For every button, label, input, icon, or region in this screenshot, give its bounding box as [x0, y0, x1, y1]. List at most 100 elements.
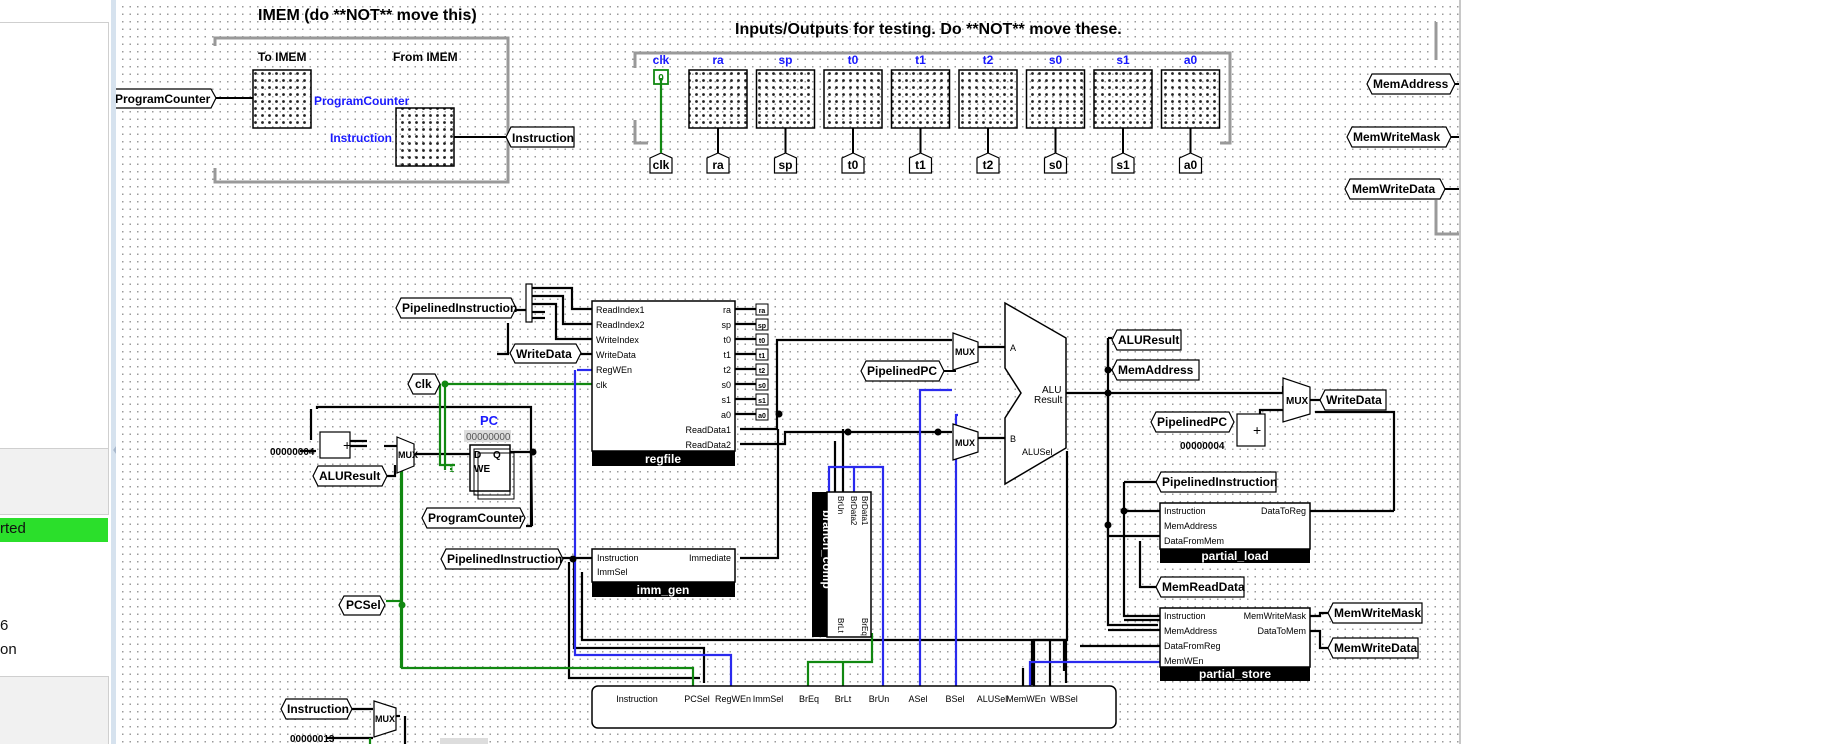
svg-text:PipelinedInstruction: PipelinedInstruction [402, 301, 517, 315]
svg-text:MUX: MUX [1286, 396, 1309, 407]
svg-text:WE: WE [474, 464, 490, 475]
tunnel-pcsel[interactable]: PCSel [338, 595, 386, 616]
output-pin-ra[interactable] [688, 69, 748, 129]
tunnel-program-counter[interactable]: ProgramCounter [116, 88, 217, 109]
wb-mux[interactable]: MUX [1282, 377, 1311, 423]
io-tunnel-sp[interactable]: sp [773, 152, 798, 174]
imem-pc-pin[interactable] [252, 69, 312, 129]
output-pin-a0[interactable] [1160, 69, 1221, 129]
io-pin-label-4: t1 [915, 53, 926, 67]
svg-text:ImmSel: ImmSel [597, 567, 628, 577]
tunnel-mem-write-data[interactable]: MemWriteData [1344, 178, 1446, 200]
a-mux[interactable]: MUX [952, 332, 979, 371]
bottom-section: Instruction MUX 00000013 [280, 698, 488, 744]
alu[interactable]: A B ALU Result ALUSel [1004, 301, 1067, 486]
control-output-label: MemWEn [1006, 694, 1046, 704]
io-pin-label-5: t2 [983, 53, 994, 67]
tunnel-mem-write-data-out[interactable]: MemWriteData [1327, 637, 1419, 659]
tunnel-write-data-1[interactable]: WriteData [509, 343, 582, 364]
control-output-label: ALUSel [977, 694, 1008, 704]
tunnel-mem-write-mask-out[interactable]: MemWriteMask [1327, 602, 1423, 624]
tunnel-mem-address-wb[interactable]: MemAddress [1111, 359, 1200, 381]
regfile-input-label: ReadIndex1 [596, 305, 645, 315]
imem-instruction-pin[interactable] [395, 107, 455, 167]
tunnel-write-data-out[interactable]: WriteData [1319, 389, 1387, 411]
tunnel-mem-write-mask[interactable]: MemWriteMask [1346, 126, 1452, 148]
regfile-input-label: WriteIndex [596, 335, 639, 345]
io-pin-label-8: a0 [1184, 53, 1198, 67]
imm-gen-title: imm_gen [637, 583, 690, 597]
regfile-out-tunnel[interactable]: sp [755, 318, 769, 331]
from-imem-label: From IMEM [393, 50, 458, 64]
regfile-output-label: sp [721, 320, 731, 330]
svg-text:Result: Result [1034, 395, 1063, 406]
svg-text:BrEq: BrEq [860, 618, 869, 636]
control-output-label: WBSel [1050, 694, 1078, 704]
io-pin-label-6: s0 [1049, 53, 1063, 67]
tunnel-pipelined-pc-2[interactable]: PipelinedPC [1150, 411, 1235, 433]
panel-box-top [0, 22, 109, 449]
circuit-canvas[interactable]: IMEM (do **NOT** move this) To IMEM From… [116, 0, 1460, 744]
bottom-mux[interactable]: MUX [373, 700, 397, 738]
svg-text:PCSel: PCSel [346, 598, 381, 612]
svg-text:sp: sp [778, 158, 792, 172]
tunnel-instruction[interactable]: Instruction [505, 126, 575, 148]
tunnel-pipelined-instruction-2[interactable]: PipelinedInstruction [440, 548, 564, 570]
tunnel-pipelined-instruction-1[interactable]: PipelinedInstruction [395, 297, 517, 319]
output-pin-t1[interactable] [890, 69, 951, 129]
partial-load-block[interactable]: partial_load Instruction MemAddress Data… [1159, 502, 1311, 563]
output-pin-t2[interactable] [958, 69, 1018, 129]
io-tunnel-clk[interactable]: clk [649, 152, 673, 174]
tunnel-instruction-bottom[interactable]: Instruction [280, 698, 353, 720]
regfile-input-label: clk [596, 380, 607, 390]
regfile-block[interactable]: regfile ReadIndex1ReadIndex2WriteIndexWr… [591, 300, 769, 466]
svg-text:MemWEn: MemWEn [1164, 656, 1204, 666]
svg-text:MemWriteData: MemWriteData [1352, 182, 1435, 196]
control-output-label: BrUn [869, 694, 890, 704]
regfile-output-label: ra [723, 305, 731, 315]
partial-store-block[interactable]: partial_store Instruction MemAddress Dat… [1159, 607, 1311, 681]
wb-adder[interactable]: + [1236, 413, 1266, 447]
tunnel-mem-address[interactable]: MemAddress [1366, 73, 1456, 95]
regfile-out-tunnel[interactable]: ra [755, 303, 769, 316]
tunnel-pipelined-pc-1[interactable]: PipelinedPC [860, 360, 945, 382]
svg-text:PipelinedPC: PipelinedPC [867, 364, 937, 378]
tunnel-program-counter-out[interactable]: ProgramCounter [421, 507, 526, 529]
output-pin-sp[interactable] [755, 69, 816, 129]
regfile-out-tunnel[interactable]: s1 [755, 393, 769, 406]
io-tunnel-s1[interactable]: s1 [1111, 152, 1135, 174]
svg-text:MemWriteMask: MemWriteMask [1244, 611, 1307, 621]
canvas-edge [1459, 0, 1461, 744]
svg-text:s1: s1 [758, 398, 766, 405]
tunnel-clk-1[interactable]: clk [407, 373, 441, 395]
regfile-out-tunnel[interactable]: s0 [755, 378, 769, 391]
pc-mux[interactable]: MUX [396, 436, 418, 474]
regfile-out-tunnel[interactable]: a0 [755, 408, 769, 421]
io-tunnel-a0[interactable]: a0 [1178, 152, 1203, 174]
output-pin-s1[interactable] [1093, 69, 1153, 129]
imm-gen-block[interactable]: imm_gen Instruction ImmSel Immediate [591, 548, 736, 597]
io-tunnel-t1[interactable]: t1 [908, 152, 933, 174]
tunnel-alu-result-pc[interactable]: ALUResult [312, 465, 388, 487]
output-pin-t0[interactable] [823, 69, 883, 129]
branch-comp-block[interactable]: branch_comp BrData1 BrData2 BrUn BrEq Br… [812, 491, 872, 638]
regfile-out-tunnel[interactable]: t2 [755, 363, 769, 376]
io-tunnel-t0[interactable]: t0 [841, 152, 865, 174]
io-tunnel-ra[interactable]: ra [706, 152, 730, 174]
regfile-out-tunnel[interactable]: t1 [755, 348, 769, 361]
io-tunnel-t2[interactable]: t2 [976, 152, 1000, 174]
tunnel-pipelined-instruction-3[interactable]: PipelinedInstruction [1155, 471, 1277, 493]
output-pin-s0[interactable] [1025, 69, 1086, 129]
regfile-out-tunnel[interactable]: t0 [755, 333, 769, 346]
tunnel-mem-read-data[interactable]: MemReadData [1155, 576, 1245, 598]
tunnel-alu-result-wb[interactable]: ALUResult [1111, 329, 1182, 351]
b-mux[interactable]: MUX [952, 423, 979, 461]
pc-register[interactable]: D Q WE 1 [449, 444, 515, 500]
svg-text:t0: t0 [848, 158, 859, 172]
io-tunnel-s0[interactable]: s0 [1043, 152, 1068, 174]
regfile-input-label: RegWEn [596, 365, 632, 375]
svg-text:clk: clk [415, 377, 432, 391]
adder[interactable]: + [319, 431, 351, 459]
